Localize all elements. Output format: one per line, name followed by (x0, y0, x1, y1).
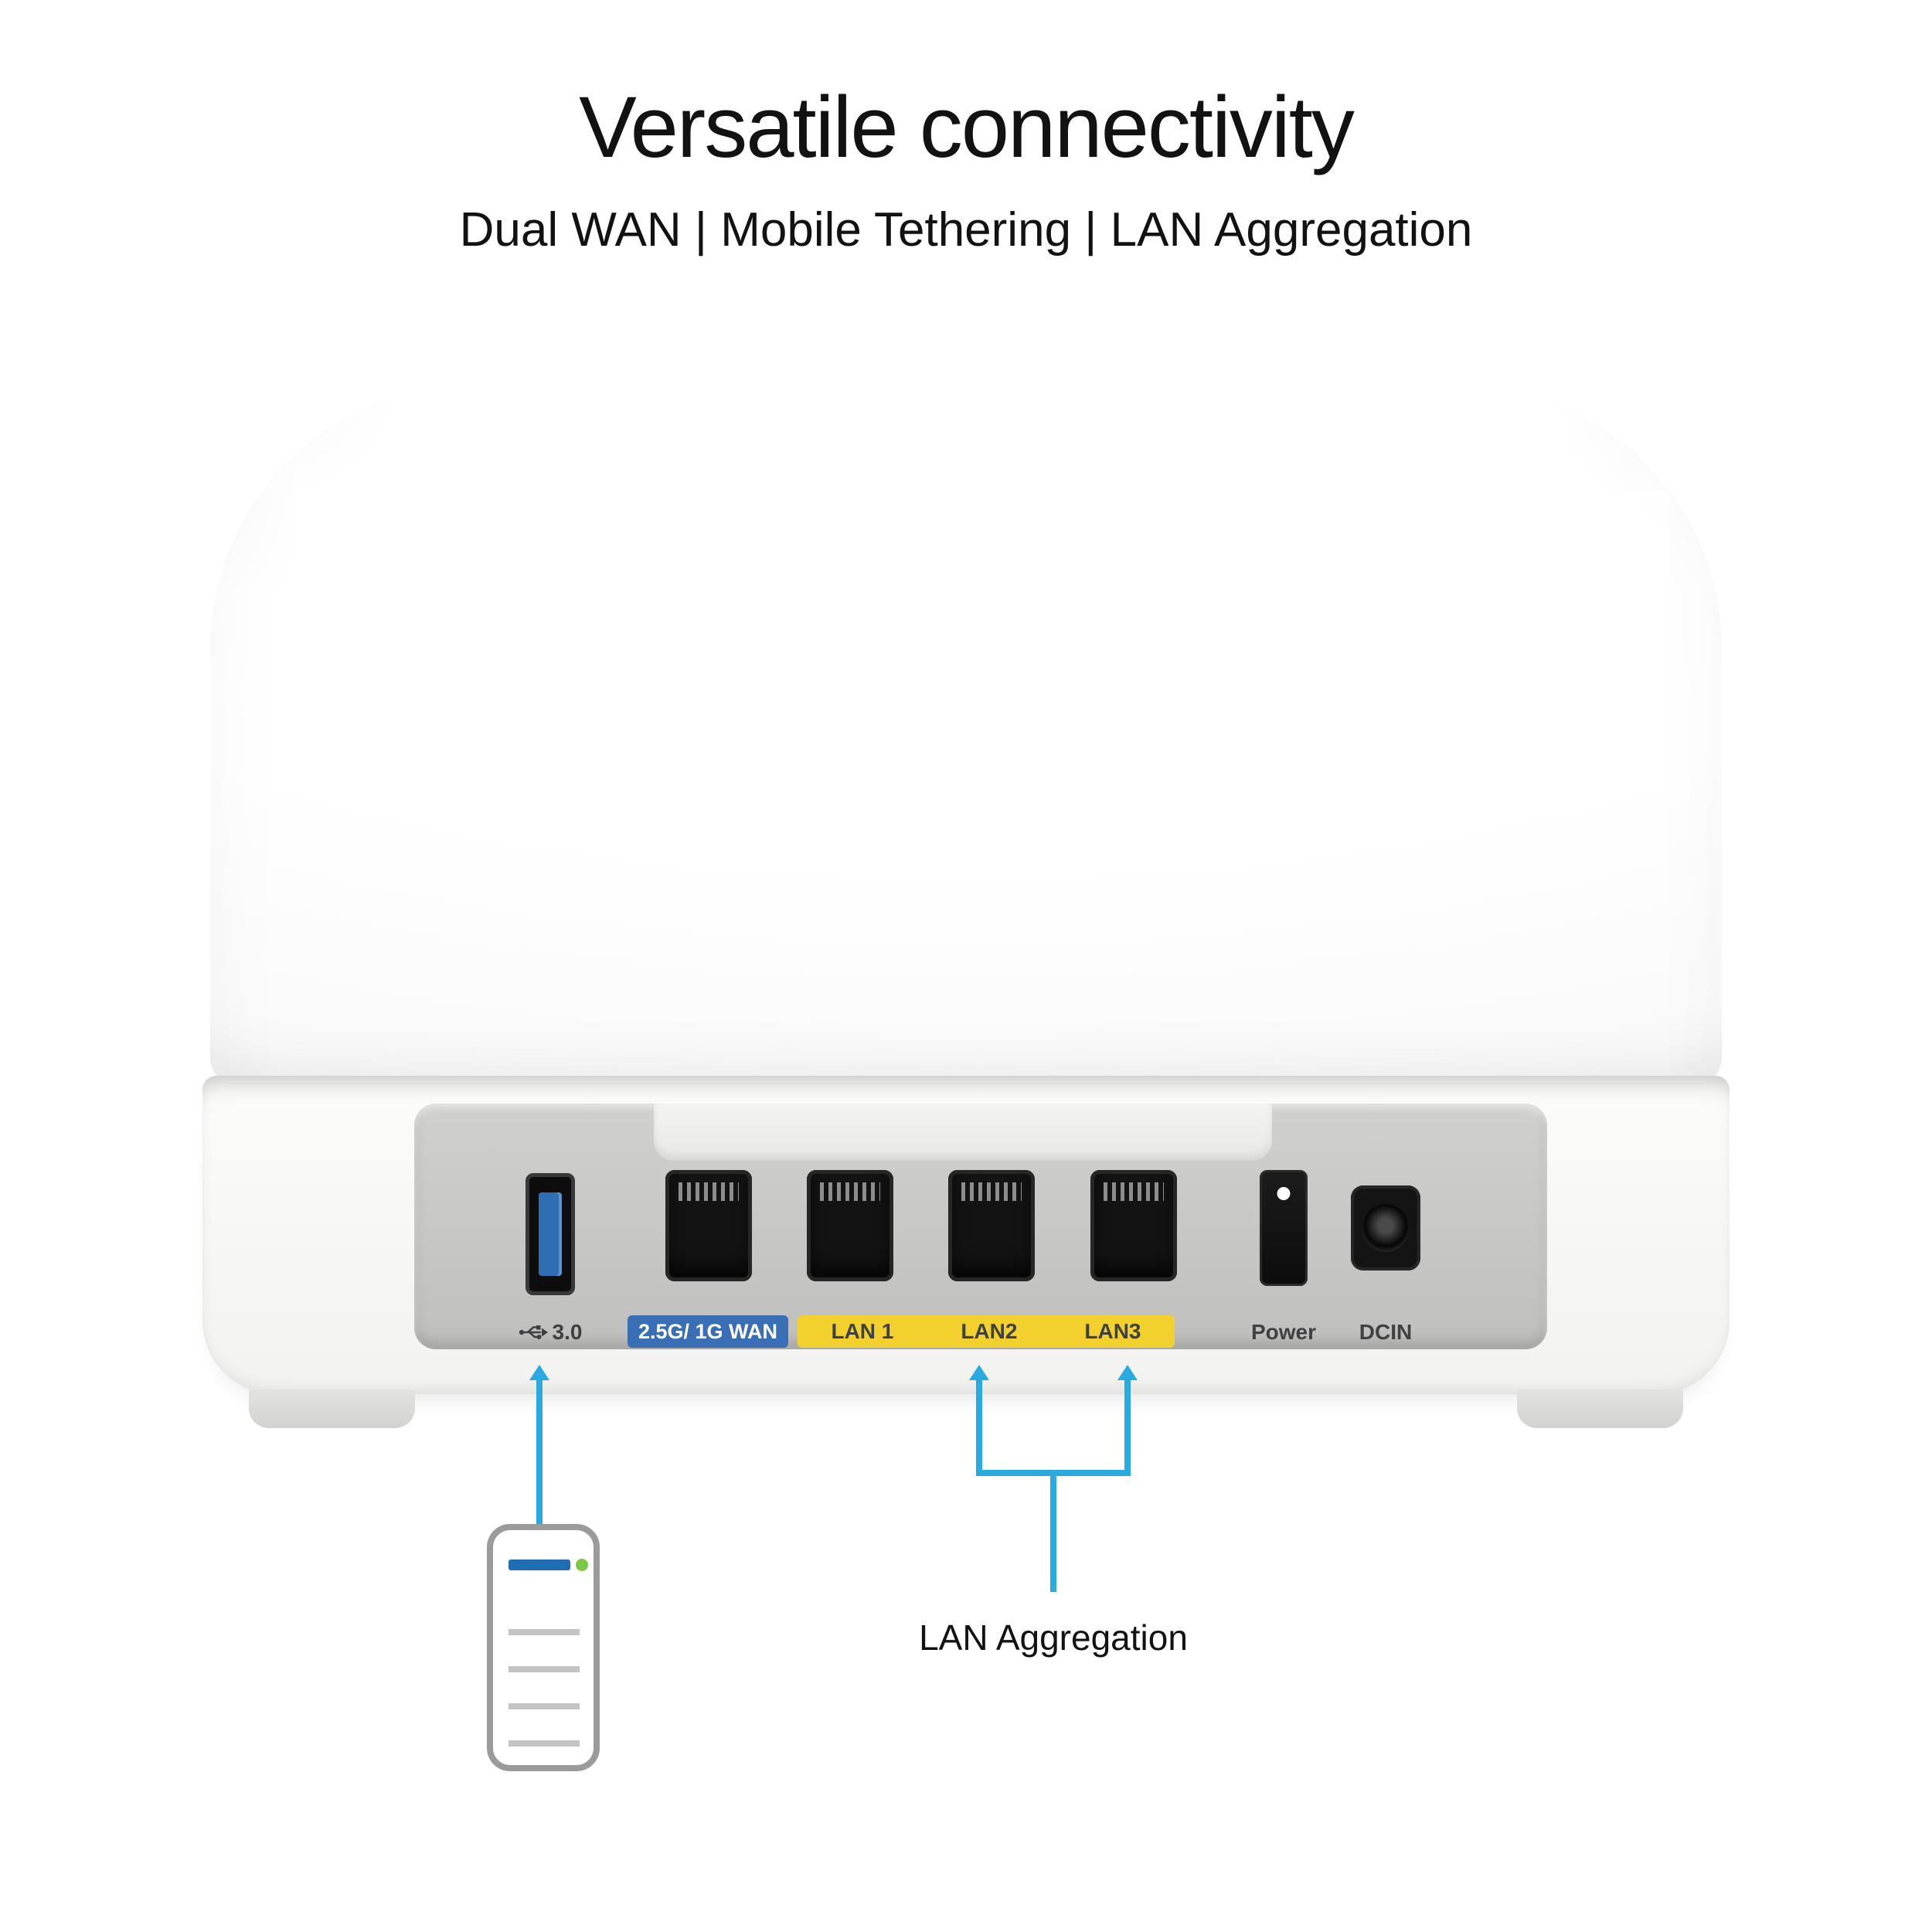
usb-tongue (539, 1192, 562, 1276)
lan-aggregation-callout-line (1050, 1470, 1056, 1592)
dc-in-hole (1362, 1204, 1410, 1252)
ethernet-port-lan2 (948, 1170, 1035, 1281)
page-title: Versatile connectivity (579, 79, 1355, 175)
usb-callout-arrow (529, 1365, 549, 1380)
ethernet-port-wan (665, 1170, 752, 1281)
ethernet-pins (1104, 1182, 1164, 1201)
router-top-body (210, 385, 1722, 1084)
lan-ports-label-band: LAN 1 LAN2 LAN3 (798, 1315, 1175, 1348)
lan3-callout-line (1124, 1380, 1131, 1476)
ethernet-pins (679, 1182, 739, 1201)
phone-status-dot (576, 1559, 588, 1571)
lan2-callout-arrow (969, 1365, 989, 1380)
lan2-callout-line (976, 1380, 982, 1476)
usb-callout-line (536, 1380, 543, 1524)
page-subtitle: Dual WAN | Mobile Tethering | LAN Aggreg… (459, 203, 1473, 257)
ethernet-pins (820, 1182, 880, 1201)
handle-recess (654, 1104, 1272, 1161)
ethernet-port-lan1 (807, 1170, 893, 1281)
phone-text-line (509, 1666, 580, 1672)
usb-speed-label: 3.0 (552, 1320, 583, 1344)
usb-port-label: 3.0 (501, 1317, 600, 1348)
usb-icon (519, 1325, 548, 1339)
phone-text-line (509, 1740, 580, 1747)
phone-screen-bar (509, 1560, 570, 1570)
router-foot-left (249, 1389, 415, 1428)
smartphone-icon (487, 1524, 600, 1771)
usb-3-port (526, 1173, 575, 1295)
lan2-label: LAN2 (961, 1319, 1018, 1343)
dc-in-jack (1351, 1185, 1420, 1270)
lan3-label: LAN3 (1084, 1319, 1141, 1343)
lan3-callout-arrow (1117, 1365, 1138, 1380)
dcin-label: DCIN (1359, 1320, 1413, 1344)
power-label: Power (1250, 1320, 1317, 1344)
power-button (1260, 1170, 1308, 1286)
ethernet-port-lan3 (1090, 1170, 1177, 1281)
ethernet-pins (961, 1182, 1022, 1201)
phone-text-line (509, 1629, 580, 1635)
router-foot-right (1517, 1389, 1683, 1428)
wan-port-label: 2.5G/ 1G WAN (628, 1315, 788, 1348)
lan-aggregation-label: LAN Aggregation (919, 1617, 1188, 1658)
lan1-label: LAN 1 (831, 1319, 894, 1343)
phone-text-line (509, 1703, 580, 1709)
power-button-dot (1277, 1187, 1291, 1200)
